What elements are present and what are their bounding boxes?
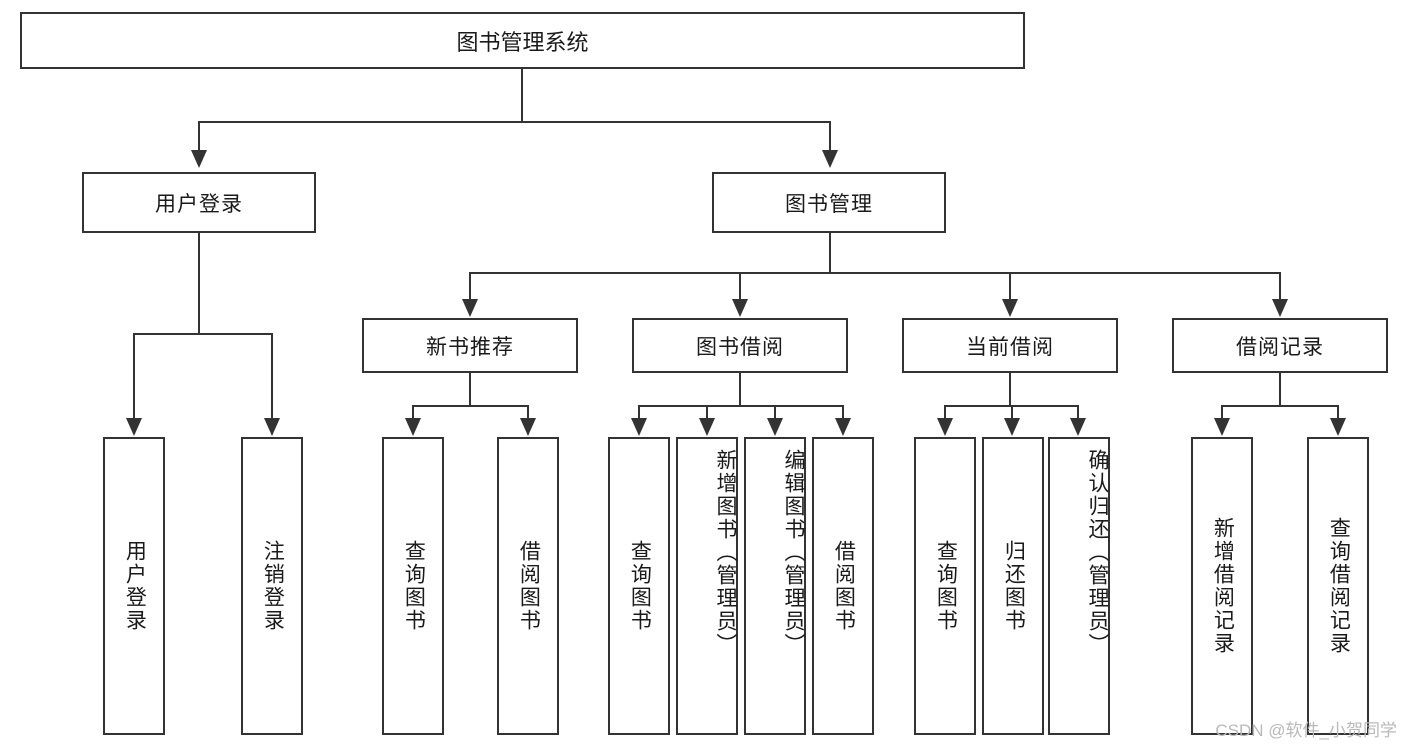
connector-user-login-child-2	[271, 333, 273, 419]
connector-to-borrow-record	[1279, 272, 1281, 300]
connector-book-borrow-child-3	[774, 405, 776, 419]
node-current-borrow[interactable]: 当前借阅	[902, 318, 1118, 373]
node-label: 查询借阅记录	[1327, 517, 1351, 655]
connector-current-borrow-child-1	[944, 405, 946, 419]
node-new-book-recommend[interactable]: 新书推荐	[362, 318, 578, 373]
connector-book-borrow-stem	[739, 373, 741, 406]
node-label: 用户登录	[155, 192, 243, 216]
connector-new-book-bar	[412, 405, 529, 407]
connector-borrow-record-stem	[1279, 373, 1281, 406]
node-label: 查询图书	[402, 540, 426, 632]
connector-user-login-child-1	[133, 333, 135, 419]
node-label: 新书推荐	[426, 335, 514, 359]
node-label: 新增图书（管理员）	[714, 449, 737, 656]
leaf-borrow-book-2[interactable]: 借阅图书	[812, 437, 874, 735]
leaf-query-book-3[interactable]: 查询图书	[914, 437, 976, 735]
arrowhead-book-management	[822, 150, 838, 168]
node-label: 编辑图书（管理员）	[782, 449, 805, 656]
connector-to-user-login	[198, 121, 200, 151]
node-book-management[interactable]: 图书管理	[712, 172, 946, 233]
node-label: 借阅图书	[517, 540, 541, 632]
node-label: 确认归还（管理员）	[1086, 449, 1109, 656]
leaf-confirm-return-admin[interactable]: 确认归还（管理员）	[1048, 437, 1110, 735]
connector-book-borrow-bar	[638, 405, 844, 407]
connector-to-new-book-recommend	[469, 272, 471, 300]
node-label: 借阅图书	[832, 540, 856, 632]
arrowhead-leaf-user-login	[126, 418, 142, 436]
arrowhead-borrow-book-1	[520, 418, 536, 436]
arrowhead-add-borrow-record	[1214, 418, 1230, 436]
connector-to-book-borrow	[739, 272, 741, 300]
connector-user-login-bar	[133, 333, 272, 335]
connector-book-borrow-child-2	[706, 405, 708, 419]
arrowhead-borrow-record	[1272, 299, 1288, 317]
arrowhead-add-book-admin	[699, 418, 715, 436]
arrowhead-leaf-user-logout	[264, 418, 280, 436]
leaf-query-book-2[interactable]: 查询图书	[608, 437, 670, 735]
connector-current-borrow-stem	[1009, 373, 1011, 406]
node-label: 图书借阅	[696, 335, 784, 359]
connector-current-borrow-child-3	[1077, 405, 1079, 419]
leaf-user-login[interactable]: 用户登录	[103, 437, 165, 735]
arrowhead-return-book	[1004, 418, 1020, 436]
connector-new-book-child-2	[527, 405, 529, 419]
leaf-add-book-admin[interactable]: 新增图书（管理员）	[676, 437, 738, 735]
arrowhead-edit-book-admin	[767, 418, 783, 436]
node-borrow-record[interactable]: 借阅记录	[1172, 318, 1388, 373]
connector-current-borrow-child-2	[1011, 405, 1013, 419]
node-label: 查询图书	[934, 540, 958, 632]
arrowhead-borrow-book-2	[835, 418, 851, 436]
csdn-watermark: CSDN @软件_小贺同学	[1215, 721, 1397, 740]
node-root-system[interactable]: 图书管理系统	[20, 12, 1025, 69]
arrowhead-query-borrow-record	[1330, 418, 1346, 436]
node-label: 归还图书	[1002, 540, 1026, 632]
node-label: 图书管理系统	[456, 29, 589, 55]
leaf-return-book[interactable]: 归还图书	[982, 437, 1044, 735]
connector-book-management-stem	[829, 233, 831, 273]
connector-level2-bar	[469, 272, 1281, 274]
arrowhead-new-book-recommend	[462, 299, 478, 317]
connector-borrow-record-bar	[1221, 405, 1339, 407]
leaf-query-book-1[interactable]: 查询图书	[382, 437, 444, 735]
connector-borrow-record-child-1	[1221, 405, 1223, 419]
connector-root-stem	[521, 69, 523, 122]
node-label: 借阅记录	[1236, 335, 1324, 359]
connector-to-current-borrow	[1009, 272, 1011, 300]
connector-book-borrow-child-1	[638, 405, 640, 419]
arrowhead-query-book-1	[405, 418, 421, 436]
leaf-edit-book-admin[interactable]: 编辑图书（管理员）	[744, 437, 806, 735]
connector-to-book-management	[829, 121, 831, 151]
arrowhead-book-borrow	[732, 299, 748, 317]
arrowhead-query-book-2	[631, 418, 647, 436]
connector-book-borrow-child-4	[842, 405, 844, 419]
node-label: 图书管理	[785, 192, 873, 216]
leaf-query-borrow-record[interactable]: 查询借阅记录	[1307, 437, 1369, 735]
leaf-borrow-book-1[interactable]: 借阅图书	[497, 437, 559, 735]
arrowhead-user-login	[191, 150, 207, 168]
connector-user-login-stem	[198, 233, 200, 334]
connector-level1-bar	[198, 121, 831, 123]
leaf-add-borrow-record[interactable]: 新增借阅记录	[1191, 437, 1253, 735]
arrowhead-query-book-3	[937, 418, 953, 436]
arrowhead-confirm-return-admin	[1070, 418, 1086, 436]
node-label: 注销登录	[261, 540, 285, 632]
node-label: 新增借阅记录	[1211, 517, 1235, 655]
node-label: 查询图书	[628, 540, 652, 632]
node-label: 当前借阅	[966, 335, 1054, 359]
connector-new-book-stem	[469, 373, 471, 406]
node-label: 用户登录	[123, 540, 147, 632]
arrowhead-current-borrow	[1002, 299, 1018, 317]
node-user-login[interactable]: 用户登录	[82, 172, 316, 233]
connector-new-book-child-1	[412, 405, 414, 419]
connector-borrow-record-child-2	[1337, 405, 1339, 419]
leaf-user-logout[interactable]: 注销登录	[241, 437, 303, 735]
node-book-borrow[interactable]: 图书借阅	[632, 318, 848, 373]
